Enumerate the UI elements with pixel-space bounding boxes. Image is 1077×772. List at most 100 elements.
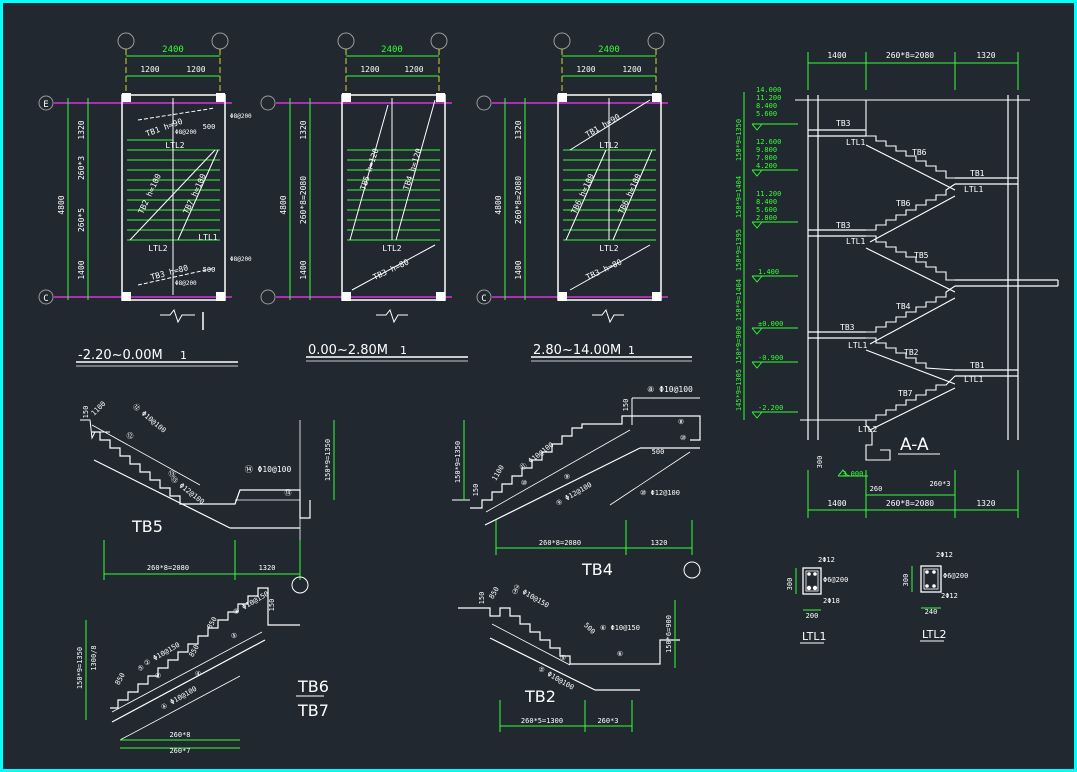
plan-dim: 1200: [404, 65, 423, 74]
rebar-label: ② Φ10@150: [143, 641, 182, 668]
axis-label-c: C: [43, 294, 48, 304]
rebar-mark: ④: [195, 670, 201, 678]
detail-tb5: 150 1100 ⑫ Φ10@100 ⑫ ⑬ ⑬ Φ12@100 ⑭ Φ10@1…: [80, 400, 335, 594]
rebar-mark: ⑦: [512, 588, 518, 596]
rebar-label: ⑦ Φ10@150: [512, 583, 551, 610]
plan-label: LTL2: [599, 141, 618, 150]
plan-dim: 260*8=2080: [299, 176, 308, 224]
detail-dim: 260*7: [169, 747, 190, 755]
beam-label: Φ6@200: [823, 576, 848, 584]
detail-dim: 150*6=900: [665, 615, 673, 653]
detail-dim: 500: [582, 621, 597, 636]
elevation-label: -0.900: [758, 354, 783, 362]
grid-bubble: [117, 32, 135, 50]
rebar-label: ⑩ Φ12@100: [640, 489, 680, 497]
elevation-label: 5.600: [756, 206, 777, 214]
detail-dim: 150*9=1350: [454, 441, 462, 483]
detail-title: TB2: [524, 687, 556, 706]
plan-dim: 1400: [299, 260, 308, 279]
plan-label: 500: [203, 266, 216, 274]
axis-label: C: [481, 294, 486, 304]
detail-dim: 150*9=1350: [76, 647, 84, 689]
plan-dim: 1320: [77, 120, 86, 139]
plan-dim: 4800: [279, 195, 288, 214]
plan-label: TB4 h=120: [402, 147, 424, 191]
stair-plan-1: 2400 1200 1200 E C 4800 1320 260*3 260*5…: [38, 32, 252, 367]
detail-dim: 150: [478, 592, 486, 605]
plan-label: LTL2: [165, 141, 184, 150]
plan-label: Φ8@200: [230, 113, 252, 120]
detail-dim: 850: [488, 586, 501, 601]
beam-label: 2Φ12: [818, 556, 835, 564]
plan-label: 500: [203, 123, 216, 131]
rebar-label: ④ Φ10@100: [160, 685, 199, 712]
elevation-label: 8.400: [756, 198, 777, 206]
beam-title: LTL1: [802, 630, 826, 643]
plan-dim: 1320: [299, 120, 308, 139]
section-vdim: 150*9=1350: [735, 119, 743, 161]
rebar-mark: ⑫: [127, 432, 134, 440]
plan-dim-total: 2400: [598, 45, 620, 55]
section-dim: 1320: [976, 51, 995, 60]
plan-label: TB6 h=100: [569, 172, 596, 215]
member-label: TB4: [896, 302, 911, 311]
section-vdim: 150*9=1395: [735, 229, 743, 271]
detail-title: TB6: [297, 677, 329, 696]
section-dim: 1400: [827, 51, 846, 60]
member-label: LTL1: [964, 375, 983, 384]
detail-dim: 150: [472, 484, 480, 497]
plan-scale: 1: [180, 349, 187, 362]
detail-title: TB4: [581, 560, 613, 579]
rebar-mark: ⑩: [680, 434, 686, 442]
member-label: TB3: [840, 323, 855, 332]
axis-bubble-e: [38, 95, 54, 111]
elevation-label: -2.200: [758, 404, 783, 412]
detail-dim: 150: [268, 599, 276, 612]
beam-ltl2: 2Φ12 Φ6@200 2Φ12 300 240 LTL2: [902, 551, 968, 642]
beam-dim: 200: [806, 612, 819, 620]
plan-scale: 1: [628, 344, 635, 357]
elevation-label: 12.600: [756, 138, 781, 146]
plan-dim: 1200: [360, 65, 379, 74]
rebar-mark: ⑨: [564, 473, 570, 481]
detail-tb6-tb7: 150*9=1350 1300/8 850 ⑤ ② Φ10@150 850 85…: [76, 587, 329, 755]
elevation-label: 11.200: [756, 190, 781, 198]
section-vdim: 145*9=1305: [735, 369, 743, 411]
rebar-label: ⑬ Φ12@100: [169, 475, 206, 506]
section-dim: 260*8=2080: [886, 499, 934, 508]
member-label: TB3: [836, 119, 851, 128]
detail-dim: 150: [82, 406, 90, 419]
section-title: A-A: [900, 435, 929, 455]
beam-dim: 300: [786, 578, 794, 591]
plan-label: TB1 h=90: [584, 112, 622, 139]
member-label: LTL1: [846, 237, 865, 246]
elevation-label: 5.600: [756, 110, 777, 118]
beam-dim: 240: [925, 608, 938, 616]
member-label: TB1: [970, 169, 985, 178]
section-dim: 1320: [976, 499, 995, 508]
section-vdim: 150*9=1404: [735, 176, 743, 218]
plan-dim: 4800: [494, 195, 503, 214]
plan-dim: 260*3: [77, 156, 86, 180]
plan-dim: 1400: [514, 260, 523, 279]
rebar-label: ⑭ Φ10@100: [245, 465, 292, 474]
rebar-mark: ⑥: [617, 650, 623, 658]
section-dim: 260*8=2080: [886, 51, 934, 60]
detail-dim: 260*3: [597, 717, 618, 725]
detail-dim: 260*8=2080: [147, 564, 189, 572]
elevation-label: -3.000: [838, 470, 863, 478]
plan-dim: 1200: [622, 65, 641, 74]
detail-tb4: ⑧ Φ10@100 150 ⑧ ⑩ 500 ⑩ Φ12@100 ⑪ Φ10@10…: [452, 385, 701, 579]
plan-title: -2.20~0.00M: [78, 348, 163, 363]
grid-bubble: [211, 32, 229, 50]
member-label: TB7: [898, 389, 913, 398]
plan-title: 2.80~14.00M: [533, 343, 621, 358]
plan-label: TB7 h=100: [181, 172, 208, 215]
member-label: TB3: [836, 221, 851, 230]
plan-dim-total: 2400: [381, 45, 403, 55]
plan-dim-total: 2400: [162, 45, 184, 55]
rebar-mark: ②: [155, 672, 161, 680]
elevation-label: 4.200: [756, 162, 777, 170]
